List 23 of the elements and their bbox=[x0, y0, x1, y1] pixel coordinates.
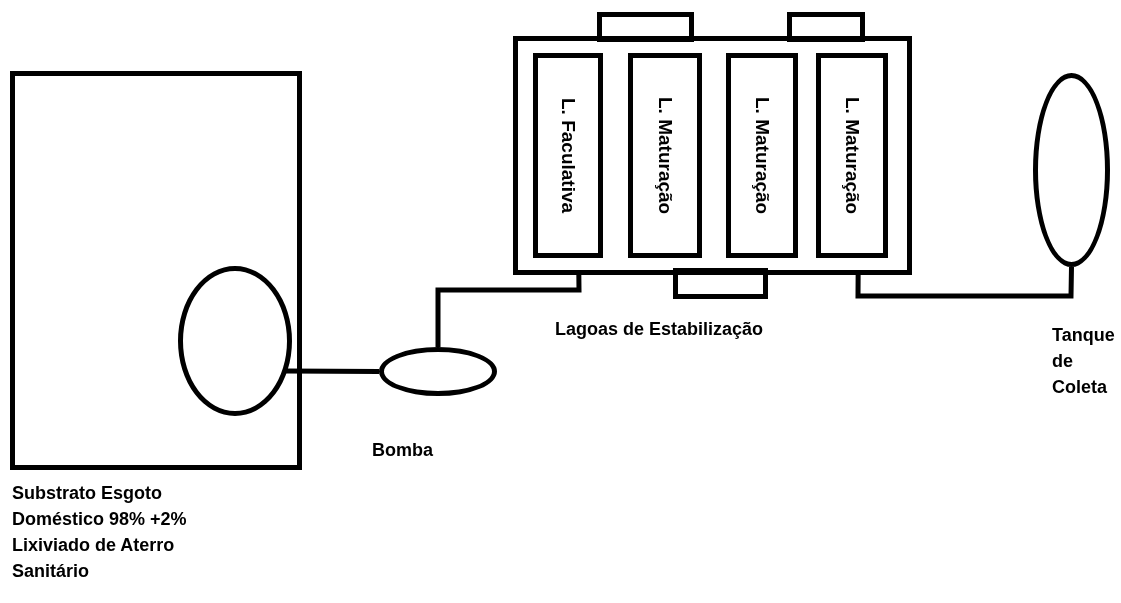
lagoon-label: L. Faculativa bbox=[556, 96, 580, 216]
lagoon-label: L. Maturação bbox=[653, 95, 677, 217]
lagoon-box bbox=[726, 53, 798, 258]
lagoon-label: L. Maturação bbox=[750, 95, 774, 217]
caption-label: Lagoas de Estabilização bbox=[555, 318, 764, 341]
pipe-line bbox=[855, 266, 1074, 299]
ellipse-tank bbox=[178, 266, 292, 416]
pipe-line bbox=[435, 274, 582, 347]
ellipse-tank bbox=[1033, 73, 1110, 267]
lagoon-box bbox=[533, 53, 603, 258]
caption-label: Tanque de Coleta bbox=[1052, 324, 1116, 399]
connecting-pipe bbox=[673, 268, 768, 299]
caption-label: Substrato Esgoto Doméstico 98% +2% Lixiviado de Aterro Sanitário bbox=[12, 482, 188, 583]
lagoon-box bbox=[816, 53, 888, 258]
connecting-pipe bbox=[597, 12, 694, 42]
pipe-line bbox=[286, 368, 379, 374]
tank-box bbox=[10, 71, 302, 470]
caption-label: Bomba bbox=[372, 439, 433, 462]
connecting-pipe bbox=[787, 12, 865, 42]
tank-box bbox=[513, 36, 912, 275]
ellipse-tank bbox=[379, 347, 497, 396]
lagoon-box bbox=[628, 53, 702, 258]
lagoon-label: L. Maturação bbox=[840, 95, 864, 217]
